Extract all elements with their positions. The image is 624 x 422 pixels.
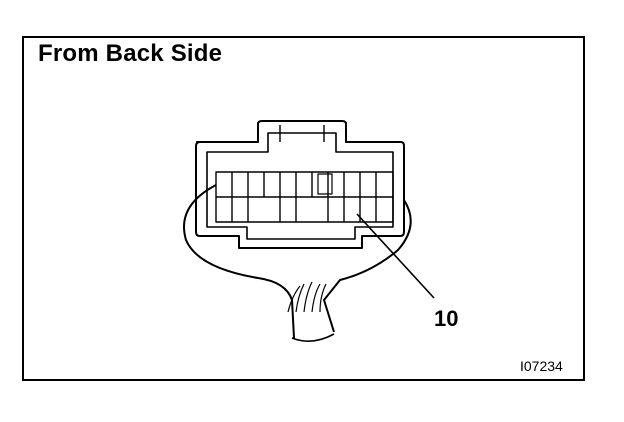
connector-housing-outer [195,120,405,249]
terminal-grid [215,171,394,223]
connector-housing-inner [206,132,394,240]
harness-cut-end [291,333,335,342]
diagram-title: From Back Side [38,40,223,67]
wire-strands [287,281,327,313]
wire-harness-outline [183,184,412,339]
pin-10-label: 10 [434,306,459,331]
locking-tab [279,125,325,142]
figure-id: I07234 [520,358,563,374]
diagram-frame [22,36,585,381]
pin-10-leader [356,213,435,299]
